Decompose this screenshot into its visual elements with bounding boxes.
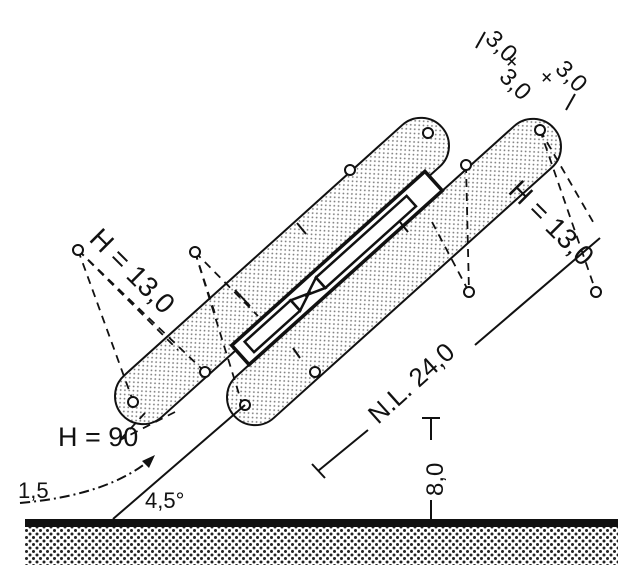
ground-line (25, 519, 618, 527)
label-h-right: H = 13,0 (503, 174, 600, 271)
approach-line (19, 404, 246, 520)
construction-lines (77, 129, 597, 441)
label-height: 8,0 (422, 463, 449, 496)
label-angle: 4,5° (145, 488, 184, 513)
lobe-ticks (234, 221, 409, 359)
label-h-main: H = 90 (58, 422, 138, 452)
label-offset: 1,5 (18, 478, 49, 503)
label-tol-top-b: 3,0 (494, 63, 537, 106)
height-dimension (422, 417, 440, 519)
label-nl: N.L. 24,0 (362, 337, 460, 430)
runway (229, 168, 445, 368)
ground-fill (25, 527, 618, 565)
nl-dimension (311, 237, 601, 479)
tolerance-ticks (475, 31, 576, 111)
markers (72, 124, 602, 411)
label-tol-top-c: 3,0 (550, 55, 593, 98)
